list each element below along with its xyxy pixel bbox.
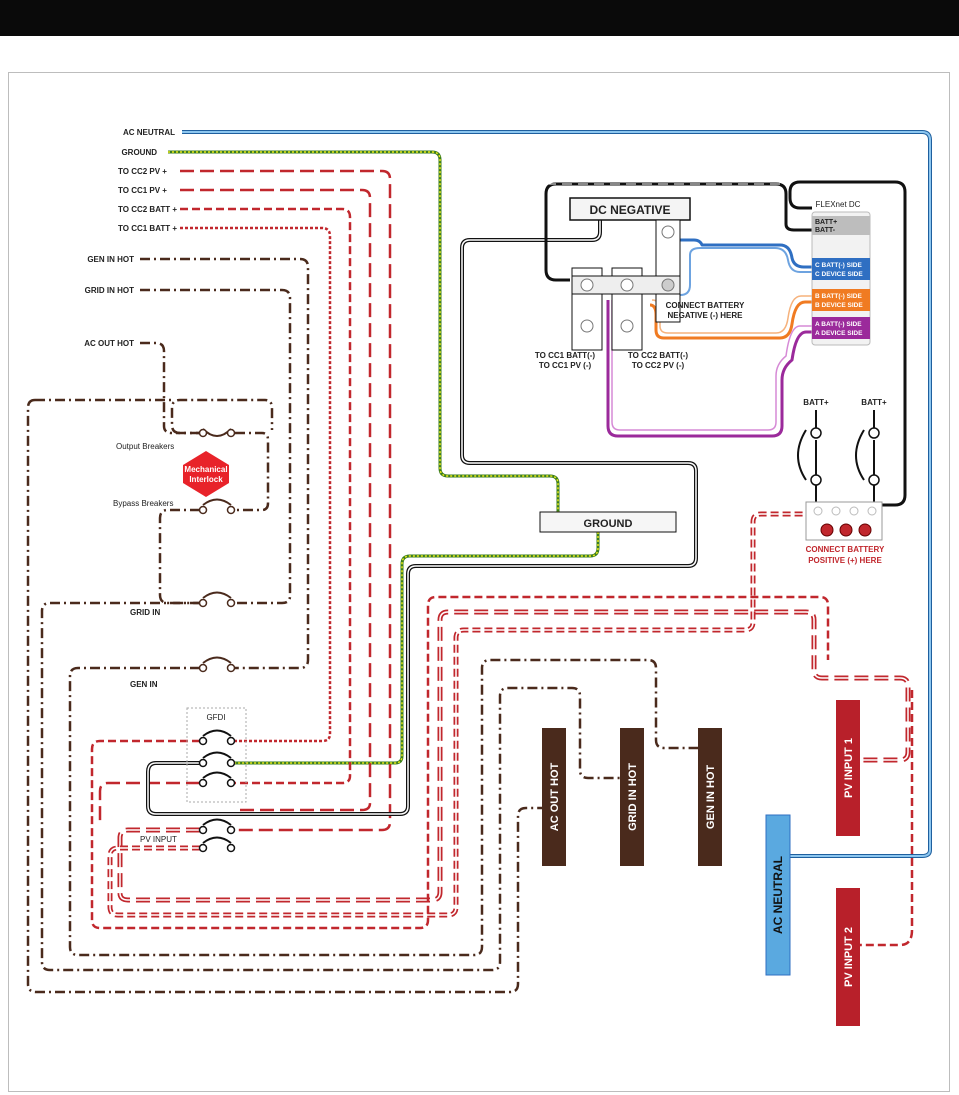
wires	[26, 130, 932, 994]
cc2-pv-wire	[180, 169, 392, 832]
battery-breakers: BATT+ BATT+ CONNECT BATTERY POSITIVE (+)…	[797, 398, 887, 565]
batt2-label: BATT+	[861, 398, 887, 407]
connect-negative-label-2: NEGATIVE (-) HERE	[668, 311, 744, 320]
flexnet-a2: A DEVICE SIDE	[815, 330, 863, 337]
terminal-label: PV INPUT 2	[843, 927, 855, 987]
gen-in-label: GEN IN	[130, 680, 158, 689]
flexnet-batt-minus: BATT-	[815, 227, 836, 234]
breaker-pv-2-icon	[198, 836, 236, 853]
label-ac-neutral: AC NEUTRAL	[123, 128, 175, 137]
terminal-gen-in-hot: GEN IN HOT	[698, 728, 722, 866]
label-grid-in-hot: GRID IN HOT	[85, 286, 134, 295]
top-bar	[0, 0, 959, 36]
terminal-label: PV INPUT 1	[843, 738, 855, 798]
gen-in-hot-wire	[140, 257, 310, 670]
label-cc2-batt: TO CC2 BATT +	[118, 205, 177, 214]
grid-in-label: GRID IN	[130, 608, 160, 617]
terminal-pv-input-2: PV INPUT 2	[836, 888, 860, 1026]
cc2-negative-label: TO CC2 BATT(-)	[628, 351, 688, 360]
breaker-bypass-icon	[198, 498, 236, 515]
ground-wire	[168, 150, 560, 512]
grid-in-wire	[40, 601, 620, 972]
cc2-pv-negative-label: TO CC2 PV (-)	[632, 361, 685, 370]
ac-out-wire	[26, 398, 542, 994]
dc-negative-label: DC NEGATIVE	[589, 203, 670, 217]
flexnet-c2: C DEVICE SIDE	[815, 271, 863, 278]
terminal-pv-input-1: PV INPUT 1	[836, 700, 860, 836]
label-cc1-pv: TO CC1 PV +	[118, 186, 167, 195]
breaker-gfdi-3-icon	[198, 771, 236, 788]
gfdi-label: GFDI	[206, 713, 225, 722]
batt1-label: BATT+	[803, 398, 829, 407]
diagram-frame	[8, 72, 950, 1092]
left-labels: AC NEUTRAL GROUND TO CC2 PV + TO CC1 PV …	[84, 128, 177, 348]
breaker-symbols	[198, 428, 236, 853]
label-ac-out-hot: AC OUT HOT	[84, 339, 134, 348]
interlock-label: Mechanical	[184, 465, 227, 474]
terminal-boxes: AC OUT HOT GRID IN HOT GEN IN HOT AC NEU…	[542, 700, 860, 1026]
terminal-label: AC NEUTRAL	[771, 856, 785, 934]
bypass-breakers-label: Bypass Breakers	[113, 499, 173, 508]
breaker-pv-1-icon	[198, 818, 236, 835]
interlock-hexagon	[183, 451, 229, 497]
connect-negative-label: CONNECT BATTERY	[666, 301, 745, 310]
label-gen-in-hot: GEN IN HOT	[87, 255, 134, 264]
label-cc1-batt: TO CC1 BATT +	[118, 224, 177, 233]
cc1-batt-wire	[180, 226, 332, 743]
cc1-pv-negative-label: TO CC1 PV (-)	[539, 361, 592, 370]
breaker-gfdi-1-icon	[198, 729, 236, 746]
flexnet-a1: A BATT(-) SIDE	[815, 321, 862, 328]
connect-positive-label-2: POSITIVE (+) HERE	[808, 556, 882, 565]
breaker-output-icon	[198, 428, 236, 438]
flexnet-c1: C BATT(-) SIDE	[815, 262, 862, 269]
breaker-gfdi-2-icon	[198, 751, 236, 768]
breaker-gen-in-icon	[198, 656, 236, 673]
terminal-label: GRID IN HOT	[627, 763, 639, 831]
grid-in-hot-wire	[140, 288, 292, 605]
ground-bus-label: GROUND	[584, 518, 633, 530]
flexnet-b1: B BATT(-) SIDE	[815, 293, 862, 300]
flexnet-dc: FLEXnet DC BATT+ BATT- C BATT(-) SIDE C …	[811, 200, 871, 346]
breaker-labels: Output Breakers Mechanical Interlock Byp…	[113, 442, 247, 844]
connect-positive-label: CONNECT BATTERY	[806, 545, 885, 554]
terminal-label: AC OUT HOT	[549, 763, 561, 832]
label-ground: GROUND	[121, 148, 157, 157]
interlock-label-2: Interlock	[189, 475, 223, 484]
gen-in-wire	[68, 658, 698, 957]
ground-bus: GROUND	[539, 511, 677, 533]
gfdi-box	[186, 707, 247, 803]
cc1-negative-label: TO CC1 BATT(-)	[535, 351, 595, 360]
pv-input-label: PV INPUT	[140, 835, 177, 844]
flexnet-batt-plus: BATT+	[815, 219, 837, 226]
output-breakers-label: Output Breakers	[116, 442, 174, 451]
terminal-ac-out-hot: AC OUT HOT	[542, 728, 566, 866]
flexnet-b2: B DEVICE SIDE	[815, 302, 863, 309]
breaker-grid-in-icon	[198, 591, 236, 608]
label-cc2-pv: TO CC2 PV +	[118, 167, 167, 176]
terminal-ac-neutral: AC NEUTRAL	[765, 814, 791, 976]
flexnet-title: FLEXnet DC	[816, 200, 861, 209]
c-wire	[680, 238, 812, 269]
dc-negative-bus: DC NEGATIVE CONNECT BATTERY NEGATIVE (-)…	[535, 197, 745, 370]
terminal-label: GEN IN HOT	[705, 765, 717, 829]
terminal-grid-in-hot: GRID IN HOT	[620, 728, 644, 866]
cc1-pv-wire	[180, 188, 372, 812]
a-wire	[606, 300, 812, 438]
ac-out-hot-wire	[140, 341, 200, 435]
